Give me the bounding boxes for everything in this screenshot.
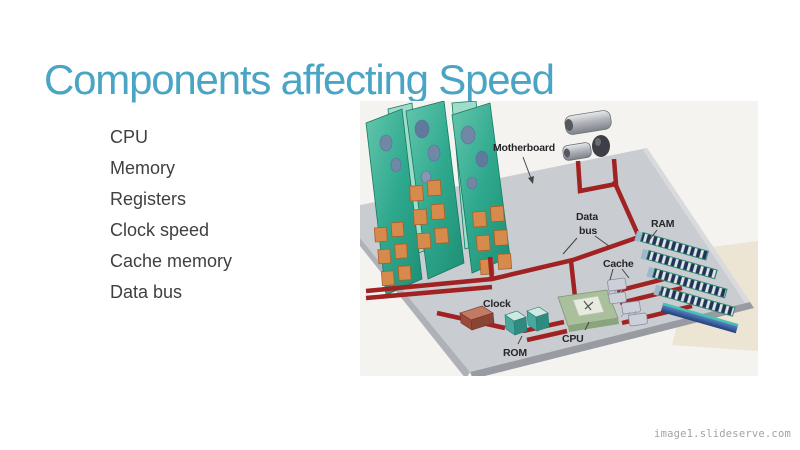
cache-pointer-right (621, 268, 630, 279)
rom-chips (504, 306, 550, 336)
bullet-item-registers: Registers (110, 189, 187, 209)
data-bus-pointer-right (594, 235, 610, 247)
cache-chips (606, 277, 648, 327)
bullet-item-memory: Memory (110, 158, 176, 178)
bullet-item-clock-speed: Clock speed (110, 220, 210, 240)
slide-title: Components affecting Speed (44, 56, 555, 104)
ram-modules (634, 230, 739, 334)
label-motherboard: Motherboard (493, 142, 555, 154)
drive-components (562, 110, 612, 161)
data-bus-pointer-left (562, 237, 578, 255)
label-pointers (517, 156, 658, 345)
label-data: Data (576, 211, 598, 223)
watermark-text: image1.slideserve.com (654, 428, 791, 440)
card-components (379, 119, 489, 190)
bus-loop-top (575, 158, 619, 194)
label-bus: bus (579, 225, 597, 237)
cpu-component (557, 289, 619, 332)
cache-pointer-left (609, 268, 614, 281)
label-rom: ROM (503, 347, 527, 359)
clock-component (459, 305, 495, 331)
rom-pointer (517, 335, 523, 345)
motherboard-pointer (522, 156, 533, 182)
bullet-item-cache-memory: Cache memory (110, 251, 233, 271)
card-chip-grids (373, 179, 513, 287)
speaker-ball (592, 135, 610, 157)
label-clock: Clock (483, 298, 511, 310)
label-cpu: CPU (562, 333, 584, 345)
motherboard-diagram: Motherboard Data bus RAM Cache Clock ROM… (360, 101, 758, 376)
motherboard-illustration: Motherboard Data bus RAM Cache Clock ROM… (360, 101, 758, 376)
label-cache: Cache (603, 258, 634, 270)
bullet-item-data-bus: Data bus (110, 282, 183, 302)
label-ram: RAM (651, 218, 675, 230)
ram-pointer (646, 229, 658, 244)
bus-loop-stem (611, 180, 642, 238)
bus-under-cards (365, 284, 493, 301)
small-drive-box (562, 142, 592, 161)
bus-drop-to-cpu (568, 260, 578, 298)
bullet-list: CPU Memory Registers Clock speed Cache m… (110, 122, 232, 308)
bus-main-line (365, 234, 640, 294)
cpu-pointer (584, 321, 590, 331)
bullet-item-cpu: CPU (110, 127, 149, 147)
